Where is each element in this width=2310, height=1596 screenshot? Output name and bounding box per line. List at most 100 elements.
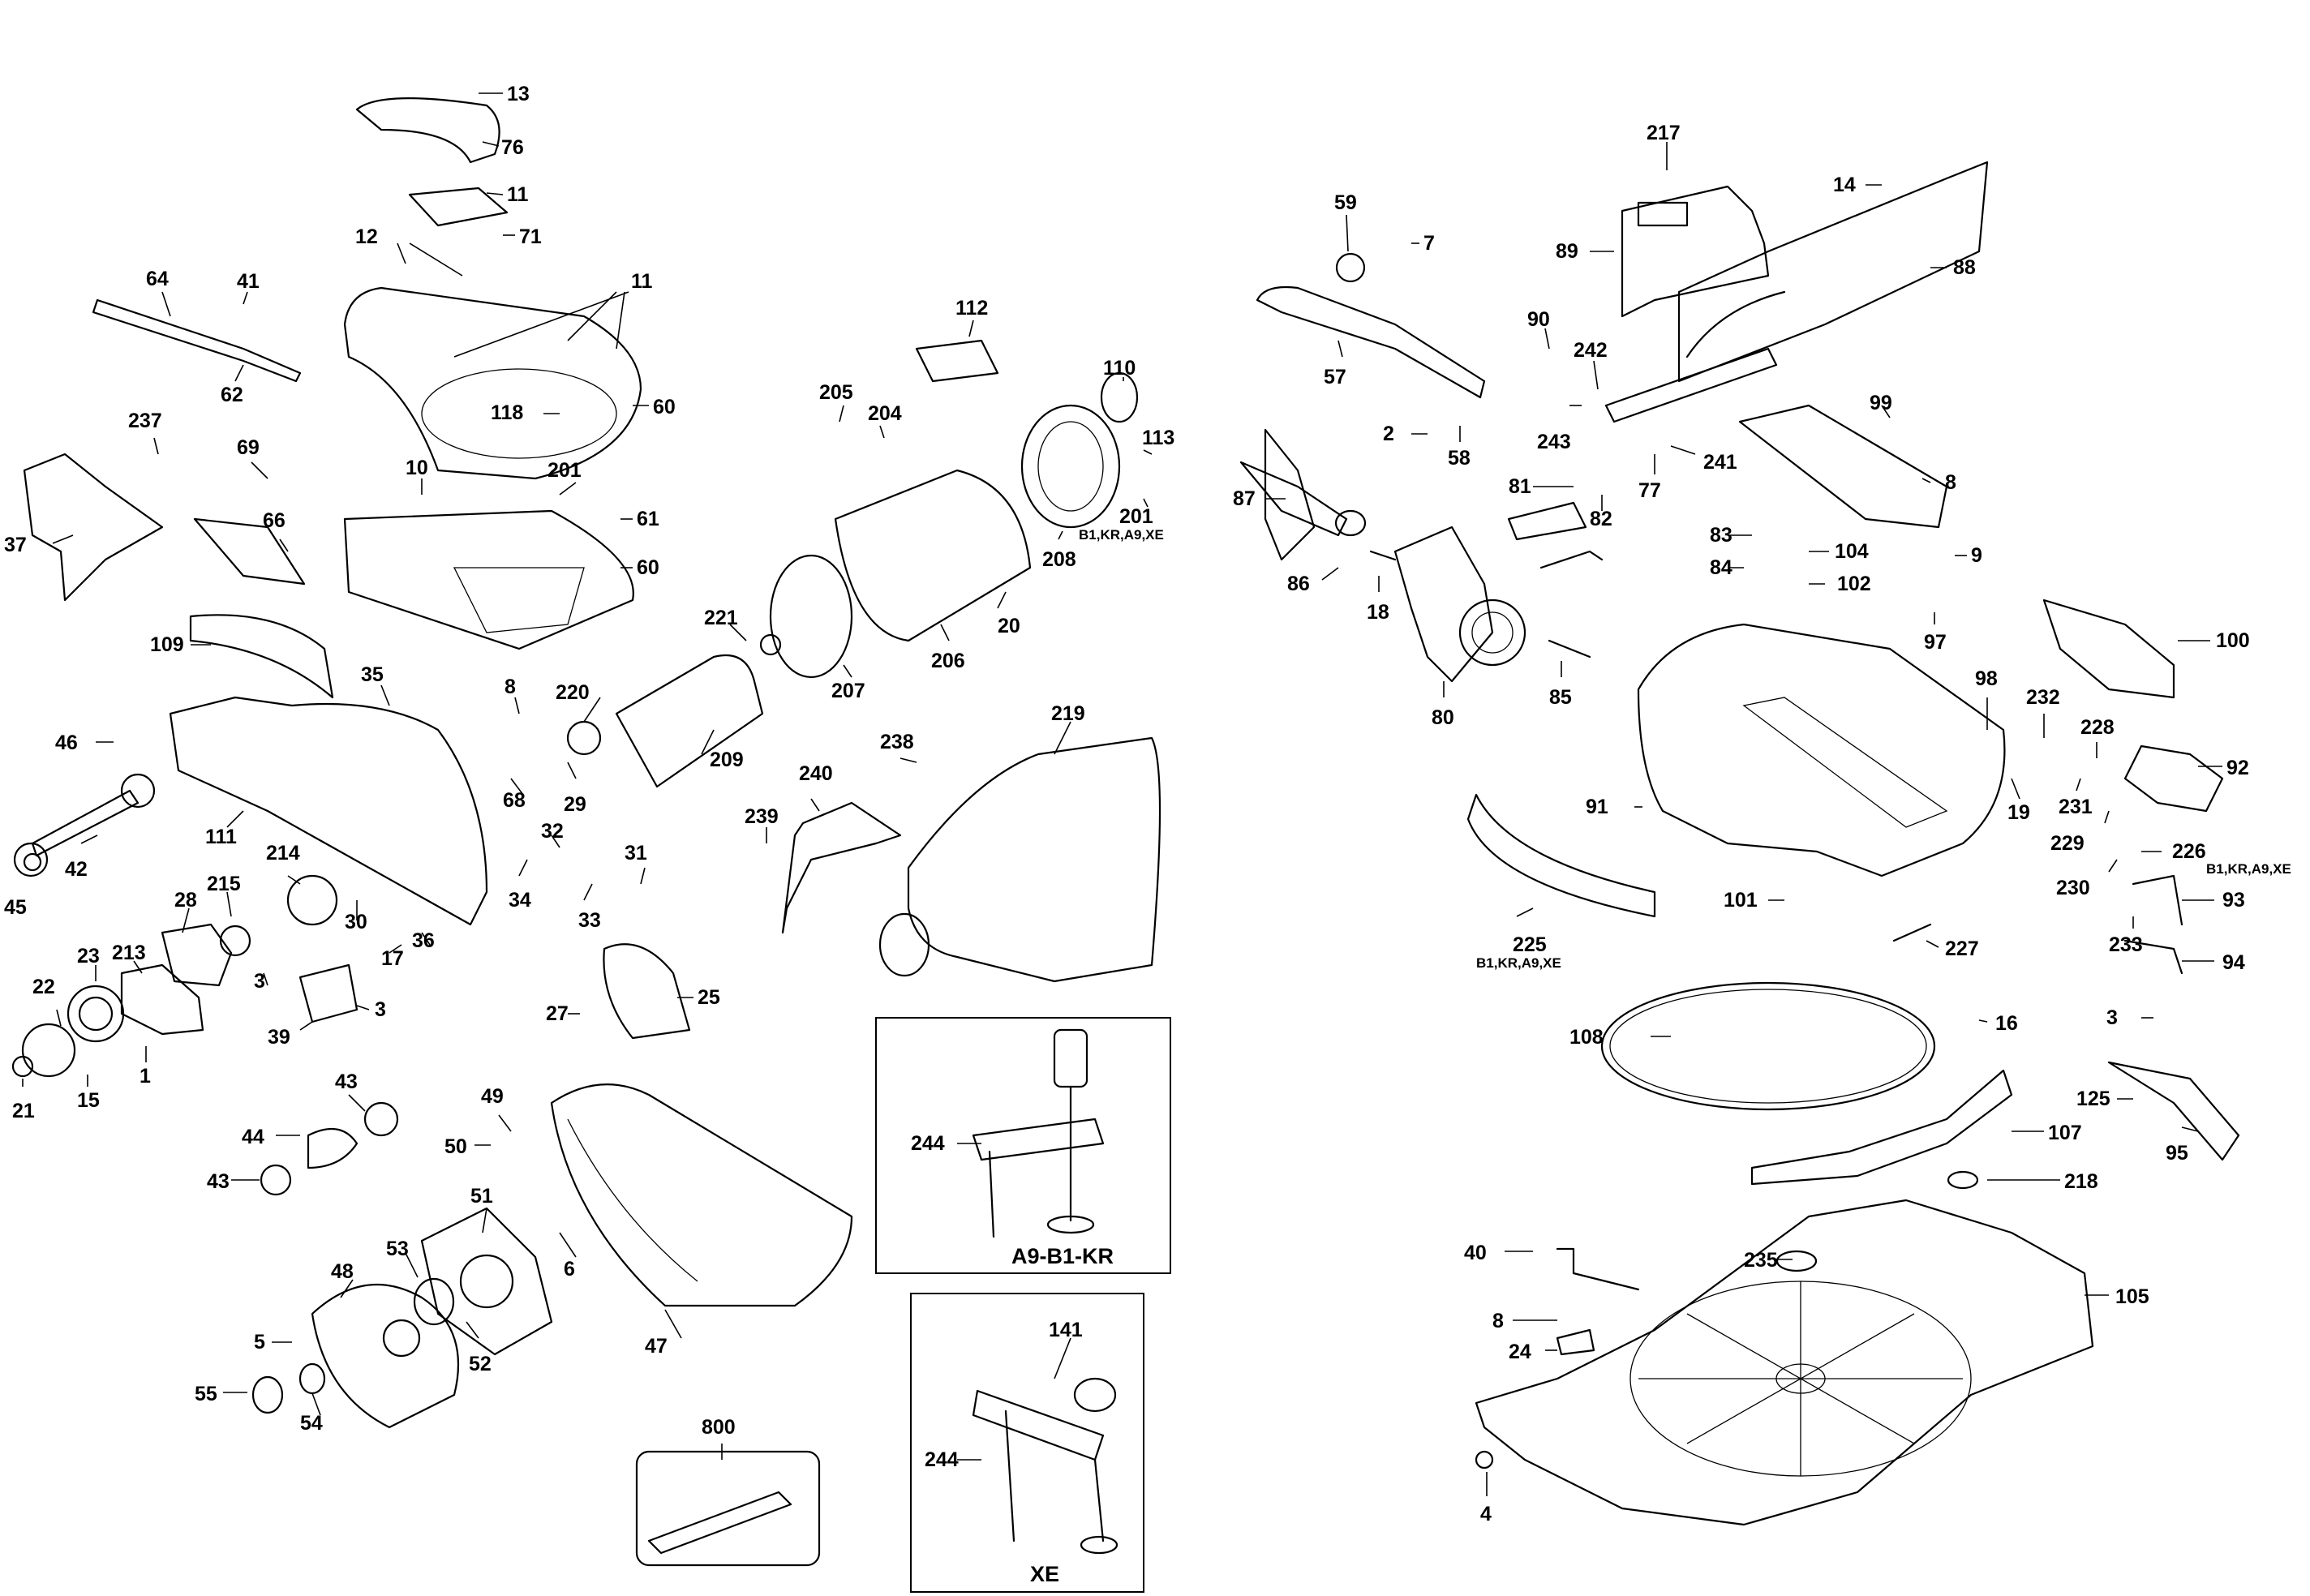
part-label: 85 [1549,686,1572,709]
part-label: 66 [263,509,286,532]
part-label: 48 [331,1260,354,1283]
part-label: 227 [1945,937,1979,960]
part-label: 46 [55,732,78,754]
part-label: 59 [1334,191,1357,214]
variant-label: B1,KR,A9,XE [1079,527,1164,543]
part-label: 95 [2166,1142,2188,1165]
part-label: 55 [195,1383,217,1405]
part-label: 43 [207,1170,230,1193]
part-label: 8 [1492,1310,1504,1332]
part-label: 29 [564,793,586,816]
part-label: 98 [1975,667,1998,690]
part-label: 49 [481,1085,504,1108]
part-label: 84 [1710,556,1732,579]
part-label: 125 [2076,1088,2110,1110]
part-label: 87 [1233,487,1256,510]
part-label: 27 [546,1002,569,1025]
part-label: 107 [2048,1122,2082,1144]
variant-label: B1,KR,A9,XE [2206,861,2291,877]
part-label: 225 [1513,933,1547,956]
part-label: 69 [237,436,260,459]
part-label: 205 [819,381,853,404]
part-label: 60 [653,396,676,418]
part-label: 18 [1367,601,1389,624]
part-label: 244 [911,1132,945,1155]
part-label: 61 [637,508,659,530]
part-label: 226 [2172,840,2206,863]
clamp-box-xe [910,1293,1144,1593]
part-label: 3 [2106,1006,2118,1029]
part-label: 207 [831,680,865,702]
part-label: 25 [698,986,720,1009]
part-label: 37 [4,534,27,556]
part-label: 229 [2050,832,2085,855]
part-label: 22 [32,976,55,998]
part-label: 232 [2026,686,2060,709]
part-label: 217 [1647,122,1681,144]
part-label: 34 [509,889,531,912]
part-label: 101 [1724,889,1758,912]
part-label: 206 [931,650,965,672]
part-label: 1 [140,1065,151,1088]
part-label: 92 [2226,757,2249,779]
part-label: 9 [1971,544,1982,567]
part-label: 71 [519,225,542,248]
part-label: 15 [77,1089,100,1112]
part-label: 90 [1527,308,1550,331]
leader-lines [22,92,2222,1496]
part-label: 3 [375,998,386,1021]
box-caption-xe: XE [1030,1562,1059,1586]
part-label: 32 [541,820,564,843]
part-label: 91 [1586,796,1608,818]
part-label: 218 [2064,1170,2098,1193]
part-label: 53 [386,1238,409,1260]
part-label: 241 [1703,451,1737,474]
part-label: 40 [1464,1242,1487,1264]
part-label: 110 [1103,357,1136,380]
part-label: 20 [998,615,1020,637]
part-label: 28 [174,889,197,912]
part-label: 108 [1569,1026,1604,1049]
part-label: 60 [637,556,659,579]
part-label: 50 [444,1135,467,1158]
part-label: 213 [112,942,146,964]
part-label: 58 [1448,447,1471,470]
part-label: 105 [2115,1285,2149,1308]
part-label: 228 [2080,716,2115,739]
part-label: 16 [1995,1012,2018,1035]
part-labels: 13 76 11 71 12 11 64 41 62 60 118 237 69… [4,83,2291,1586]
part-label: 12 [355,225,378,248]
part-label: 5 [254,1331,265,1354]
part-label: 214 [266,842,300,865]
part-label: 242 [1574,339,1608,362]
part-label: 43 [335,1070,358,1093]
clamp-box-a9 [875,1017,1171,1274]
part-label: 47 [645,1335,668,1358]
part-label: 21 [12,1100,35,1122]
part-label: 102 [1837,573,1871,595]
part-label: 243 [1537,431,1571,453]
part-label: 99 [1870,392,1892,414]
part-label: 104 [1835,540,1869,563]
part-label: 62 [221,384,243,406]
part-label: 52 [469,1353,492,1375]
part-label: 33 [578,909,601,932]
part-label: 208 [1042,548,1076,571]
part-label: 244 [925,1448,959,1471]
part-label: 45 [4,896,27,919]
part-label: 239 [745,805,779,828]
part-label: 11 [507,183,529,206]
part-label: 201 [1119,505,1153,528]
part-label: 235 [1744,1249,1778,1272]
part-label: 231 [2059,796,2093,818]
part-label: 3 [254,970,265,993]
part-label: 111 [205,826,237,848]
part-label: 41 [237,270,260,293]
part-drawings [11,97,2240,1593]
part-label: 4 [1480,1503,1492,1525]
part-label: 82 [1590,508,1612,530]
part-label: 215 [207,873,241,895]
part-label: 240 [799,762,833,785]
part-label: 10 [406,457,428,479]
